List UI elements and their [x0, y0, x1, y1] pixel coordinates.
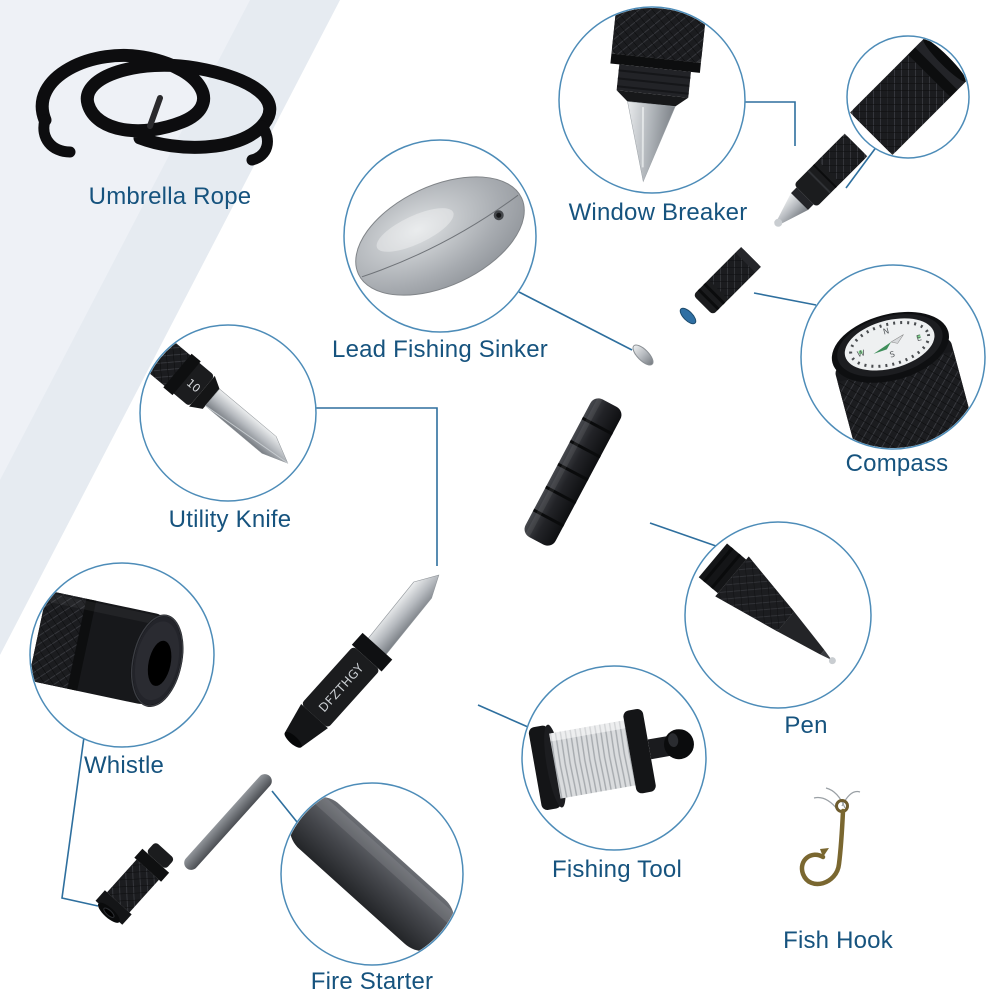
label-pen: Pen	[784, 712, 828, 739]
leader-lines	[61, 101, 881, 907]
label-lead-fishing-sinker: Lead Fishing Sinker	[332, 336, 548, 363]
compass-letter-n: N	[882, 326, 890, 336]
lead-sinker-photo	[355, 176, 525, 296]
label-utility-knife: Utility Knife	[168, 506, 292, 533]
pen-assembly: DFZTHGY	[95, 133, 868, 925]
label-fire-starter: Fire Starter	[310, 968, 434, 995]
assembly-ferro-rod	[184, 774, 272, 870]
leader-fire-starter	[271, 790, 298, 823]
assembly-blade-barrel: DFZTHGY	[284, 574, 440, 748]
assembly-breaker-piece	[774, 133, 868, 227]
assembly-handle-whistle	[95, 843, 174, 925]
label-fishing-tool: Fishing Tool	[551, 856, 683, 883]
label-window-breaker: Window Breaker	[568, 199, 748, 226]
callout-window-breaker	[558, 6, 746, 194]
whistle-photo	[31, 590, 184, 708]
callout-lead-fishing-sinker	[343, 139, 537, 333]
callout-compass: N E S W	[800, 264, 986, 450]
label-whistle: Whistle	[83, 752, 165, 779]
label-fish-hook: Fish Hook	[783, 927, 893, 954]
assembly-oring	[679, 307, 697, 325]
label-umbrella-rope: Umbrella Rope	[88, 183, 252, 210]
assembly-connector-piece	[694, 247, 761, 314]
callout-compass-cap	[846, 35, 970, 159]
pen-tip-photo	[698, 543, 836, 665]
leader-utility-knife	[316, 407, 438, 566]
callout-whistle	[29, 562, 215, 748]
callout-utility-knife: 10	[139, 324, 317, 502]
compass-cap-photo	[850, 38, 967, 155]
umbrella-rope-photo	[35, 48, 277, 166]
fish-hook-photo	[799, 787, 861, 887]
callout-fishing-tool	[521, 665, 707, 851]
assembly-tube-section	[524, 397, 622, 546]
compass-letter-e: E	[915, 333, 922, 343]
assembly-washer	[632, 344, 654, 366]
leader-window-breaker	[745, 101, 796, 146]
window-breaker-photo	[610, 8, 707, 183]
callout-fire-starter	[280, 782, 464, 966]
leader-compass-cap	[845, 141, 881, 189]
fishing-tool-photo	[528, 708, 694, 810]
label-compass: Compass	[845, 450, 949, 477]
leader-sinker	[518, 291, 633, 351]
leader-pen	[649, 522, 717, 547]
background-wedge	[0, 0, 340, 655]
compass-letter-s: S	[889, 350, 896, 360]
fire-starter-photo	[289, 790, 462, 952]
compass-letter-w: W	[856, 348, 866, 359]
callout-pen	[684, 521, 872, 709]
leader-fishing-tool	[477, 704, 529, 728]
leader-compass	[753, 292, 817, 306]
leader-whistle	[61, 736, 99, 907]
